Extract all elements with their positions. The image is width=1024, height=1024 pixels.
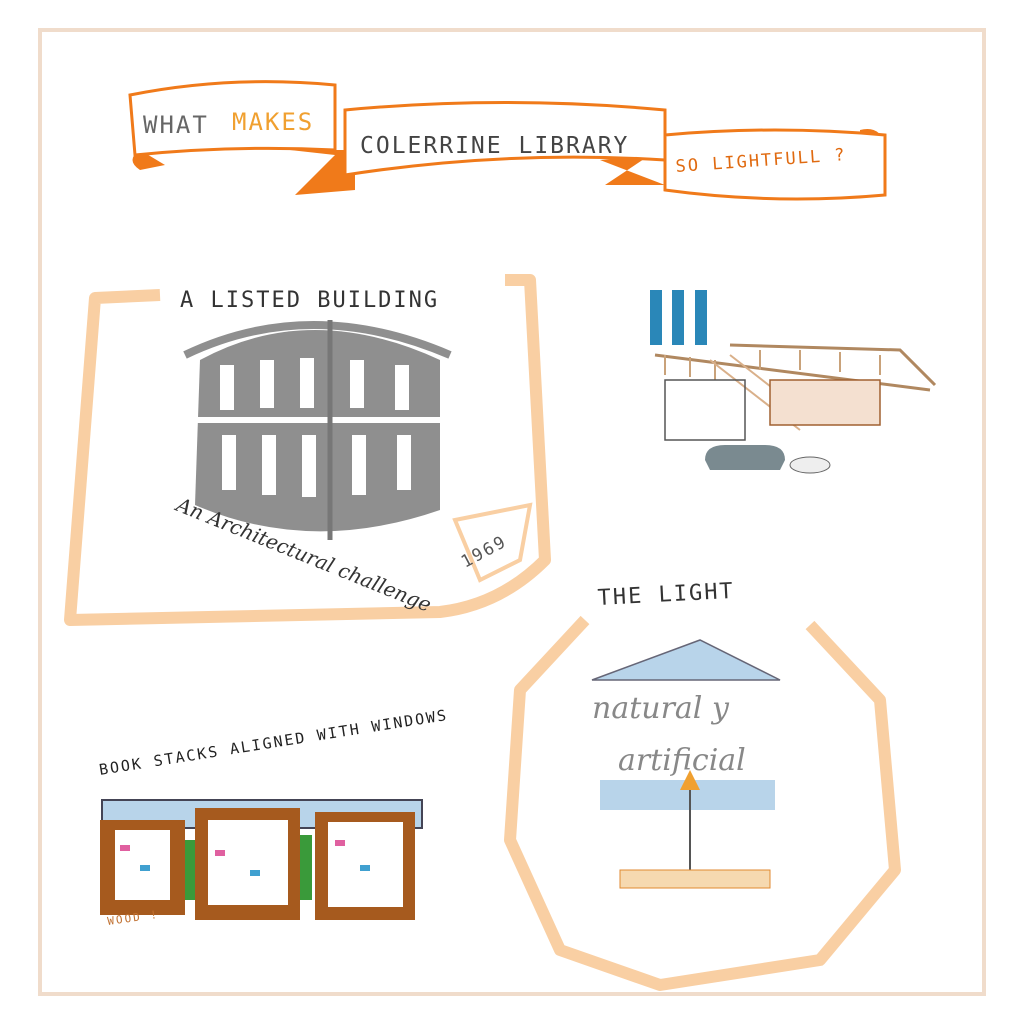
building-drawing — [183, 320, 452, 540]
the-light-title: THE LIGHT — [597, 579, 735, 611]
the-light-section: THE LIGHT natural y artificial — [504, 579, 901, 991]
banner-makes: MAKES — [232, 108, 314, 136]
light-line-natural: natural y — [592, 691, 730, 726]
light-line-artificial: artificial — [618, 743, 746, 778]
banner-library: COLERRINE LIBRARY — [360, 133, 629, 159]
book-stacks-section: BOOK STACKS ALIGNED WITH WINDOWS WOOD ! — [98, 706, 449, 928]
title-banner: WHAT MAKES COLERRINE LIBRARY SO LIGHTFUL… — [128, 80, 887, 201]
banner-what: WHAT — [143, 111, 209, 139]
book-stacks-title: BOOK STACKS ALIGNED WITH WINDOWS — [98, 706, 449, 779]
listed-building-title: A LISTED BUILDING — [180, 288, 439, 313]
listed-building-section: A LISTED BUILDING An Architectural chall… — [64, 274, 551, 626]
outer-frame — [38, 28, 986, 996]
library-interior-sketch — [650, 290, 937, 474]
